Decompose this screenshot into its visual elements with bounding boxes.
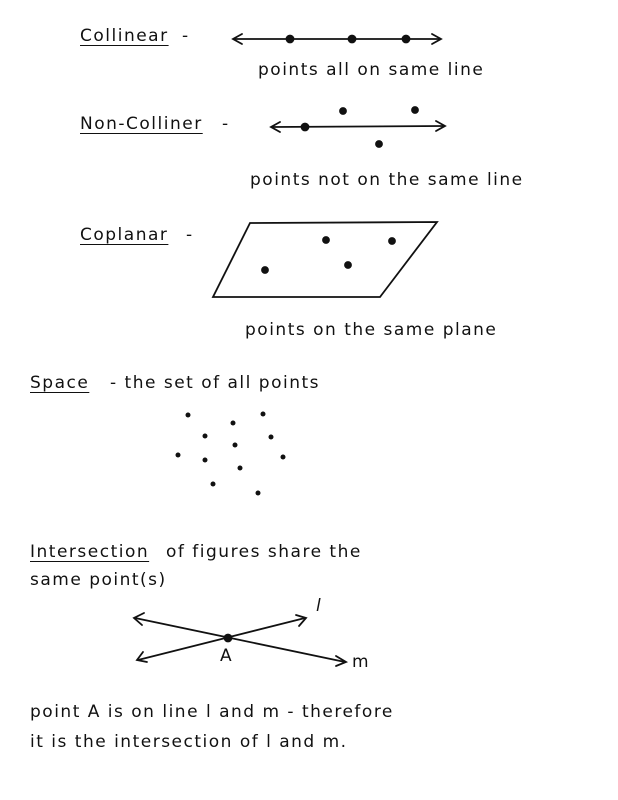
intersection-diagram bbox=[132, 612, 349, 667]
point-a-label: A bbox=[220, 646, 234, 666]
collinear-definition: points all on same line bbox=[258, 60, 485, 80]
coplanar-definition: points on the same plane bbox=[245, 320, 498, 340]
noncollinear-diagram bbox=[269, 106, 447, 148]
space-definition: - the set of all points bbox=[110, 373, 320, 393]
noncollinear-dash: - bbox=[222, 114, 230, 134]
noncollinear-term: Non-Colliner bbox=[80, 114, 203, 134]
space-points bbox=[175, 411, 286, 496]
example-line1: point A is on line l and m - therefore bbox=[30, 702, 394, 722]
intersection-definition-line2: same point(s) bbox=[30, 570, 167, 590]
coplanar-plane-diagram bbox=[211, 221, 439, 298]
noncollinear-definition: points not on the same line bbox=[250, 170, 524, 190]
example-line2: it is the intersection of l and m. bbox=[30, 732, 348, 752]
collinear-dash: - bbox=[182, 26, 190, 46]
coplanar-term: Coplanar bbox=[80, 225, 169, 245]
line-m-label: m bbox=[352, 652, 371, 672]
intersection-definition-line1: of figures share the bbox=[166, 542, 362, 562]
coplanar-dash: - bbox=[186, 225, 194, 245]
collinear-diagram bbox=[231, 33, 443, 45]
collinear-term: Collinear bbox=[80, 26, 169, 46]
intersection-term: Intersection bbox=[30, 542, 150, 562]
space-term: Space bbox=[30, 373, 90, 393]
line-l-label: l bbox=[316, 596, 323, 616]
